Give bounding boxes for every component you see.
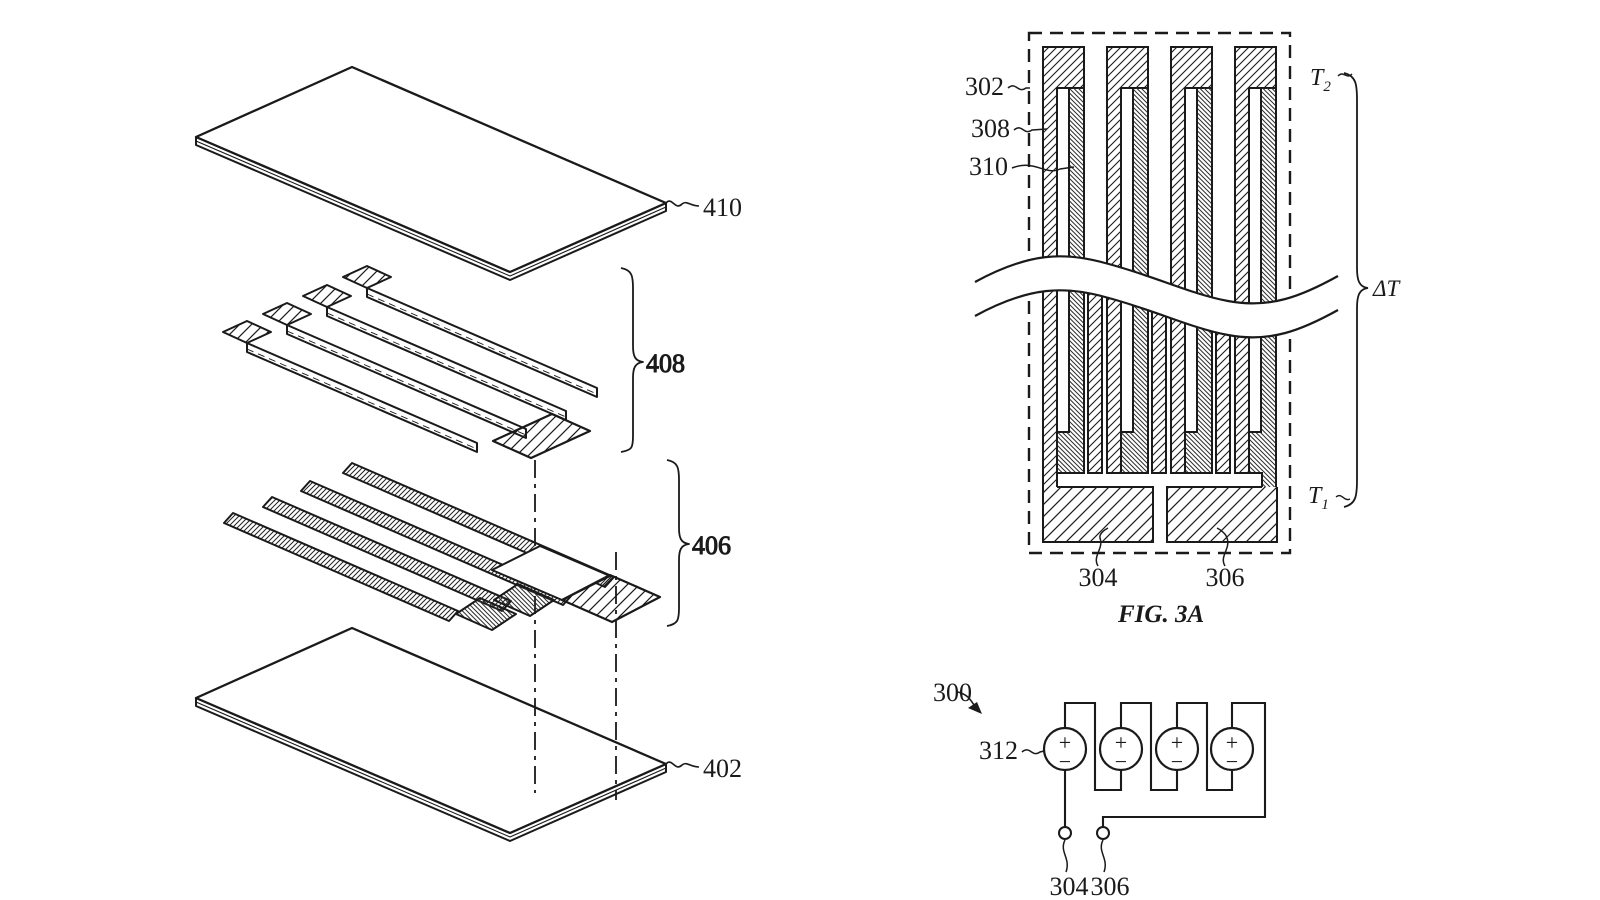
pad-304 [1042,486,1154,543]
leader-312 [1021,749,1045,755]
label-310: 310 [969,152,1008,181]
label-306: 306 [1206,563,1245,592]
wire [1119,701,1179,792]
label-406: 406 [692,531,731,560]
trace-406-end-pad [560,573,662,624]
voltage-source [1098,726,1144,772]
trace-layer-408: 408 [222,265,686,460]
leader-310 [1011,164,1075,172]
label-408: 408 [646,349,685,378]
column-cap [1170,46,1213,89]
voltage-source [1154,726,1200,772]
column-outer-bar [1170,88,1186,474]
leader-304 [1095,527,1109,567]
delta-t-label: ΔT [1372,276,1401,301]
leader-410 [665,200,700,207]
leader-300 [957,691,975,706]
minus-sign: − [1226,749,1238,774]
fig3a-figure: 302 308 310 T2 T1 ΔT 304 306 FIG. 3A [965,31,1401,628]
brace-408 [620,267,644,453]
column-cap [1106,46,1149,89]
trace-408-3 [262,302,527,439]
column-inner-strip [1184,88,1213,474]
arrowhead-300 [968,702,982,714]
return-bar [1151,308,1167,474]
fig3a-left-labels: 302 308 310 [965,72,1075,181]
pad-306 [1166,486,1278,543]
leader-terminal-306 [1100,839,1106,873]
trace-408-4 [222,320,478,453]
minus-sign: − [1171,749,1183,774]
terminal-304 [1058,826,1072,840]
break-line-top [974,255,1339,305]
label-302: 302 [965,72,1004,101]
label-402: 402 [703,754,742,783]
trace-408-1 [342,265,598,398]
trace-408-end-pad [491,412,592,460]
plus-sign: + [1059,730,1071,755]
wire [1175,701,1234,792]
label-terminal-306: 306 [1091,872,1130,900]
circuit-wires [1063,701,1267,827]
t1-tick [1335,494,1351,501]
label-304: 304 [1079,563,1118,592]
column-inner-strip [1248,88,1277,487]
terminal-306 [1096,826,1110,840]
plus-sign: + [1115,730,1127,755]
trace-406-tab-2 [455,597,517,631]
circuit-terminals: 304 306 [1050,826,1130,900]
bottom-plate: 402 [194,626,742,842]
break-band [974,255,1339,339]
minus-sign: − [1059,749,1071,774]
column-outer-bar [1234,88,1250,474]
voltage-source [1042,726,1088,772]
brace-delta-t [1343,72,1369,508]
break-line-bottom [974,289,1339,339]
label-300: 300 [933,678,972,707]
label-410: 410 [703,193,742,222]
column-cap [1042,46,1085,89]
leader-302 [1007,85,1030,91]
return-bar [1215,326,1231,474]
leader-402 [665,761,700,768]
voltage-source [1209,726,1255,772]
t2-label: T2 [1310,65,1331,95]
trace-406-4 [223,512,459,622]
trace-406-tab-1 [493,583,555,617]
trace-layer-406: 406 [223,459,732,631]
label-308: 308 [971,114,1010,143]
plus-sign: + [1226,730,1238,755]
equivalent-circuit: 300 + − + − + − + − 312 [933,678,1267,900]
top-plate-face [194,65,668,274]
t1-label: T1 [1308,483,1329,513]
bottom-plate-face [194,626,668,835]
label-312: 312 [979,736,1018,765]
minus-sign: − [1115,749,1127,774]
fig3a-bottom-labels: 304 306 FIG. 3A [1079,527,1245,628]
column-cap [1234,46,1277,89]
return-bar [1087,290,1103,474]
plus-sign: + [1171,730,1183,755]
leader-terminal-304 [1062,839,1068,873]
leader-306 [1216,527,1229,567]
label-terminal-304: 304 [1050,872,1089,900]
wire [1101,701,1267,827]
top-plate: 410 [194,65,742,281]
voltage-sources: + − + − + − + − [1042,726,1255,774]
temperature-bracket: T2 T1 ΔT [1308,65,1401,513]
thermopile-pads [1042,486,1278,543]
exploded-view-figure: 410 402 [194,65,742,842]
wire [1063,701,1123,792]
brace-406 [666,459,690,627]
fig3a-caption: FIG. 3A [1117,601,1204,628]
leader-308 [1013,127,1048,133]
